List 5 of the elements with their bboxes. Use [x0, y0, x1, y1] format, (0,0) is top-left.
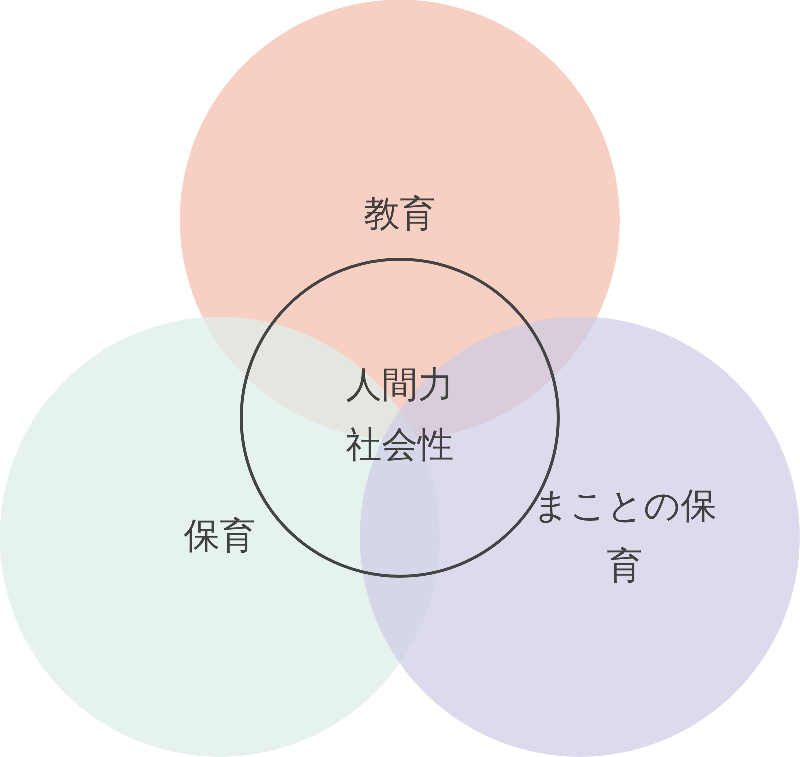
circle-label: 教育 — [364, 193, 436, 237]
circle-label: 保育 — [184, 515, 256, 559]
circle-label: 人間力 — [346, 364, 454, 408]
circle-label: 社会性 — [346, 424, 454, 468]
circle-label: まことの保育 — [532, 485, 718, 589]
